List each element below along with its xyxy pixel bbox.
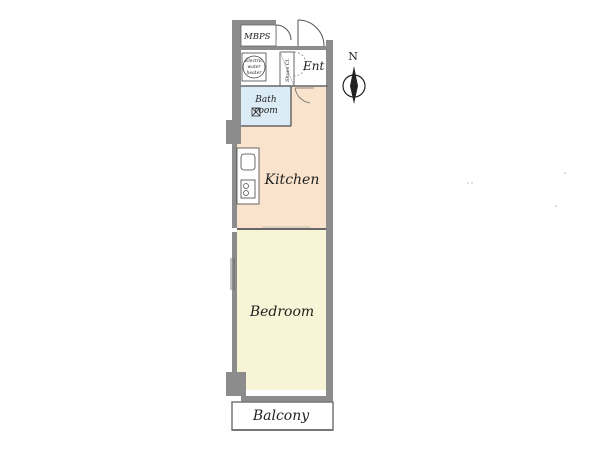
- water-heater-label-2: water: [247, 64, 261, 70]
- mbps-label: MBPS: [243, 32, 271, 42]
- decorative-dot: [467, 182, 469, 184]
- stove-burner-icon: [243, 190, 249, 196]
- decorative-dot: [564, 172, 566, 174]
- walls: [226, 20, 333, 402]
- balcony-floor: [231, 401, 334, 431]
- compass: N: [342, 50, 366, 104]
- decorative-dot: [471, 182, 473, 184]
- bathroom-vent-icon: [251, 107, 261, 117]
- bathroom-label-1: Bath: [254, 95, 276, 105]
- bathroom-label-2: room: [254, 106, 278, 116]
- compass-north-label: N: [348, 50, 358, 63]
- balcony-label: Balcony: [252, 408, 310, 424]
- bathroom-door-swing: [294, 87, 314, 104]
- decorative-dot: [555, 205, 557, 207]
- water-heater-label-1: Electric: [244, 58, 263, 64]
- water-heater-icon: [242, 55, 266, 79]
- bathroom-walls: [241, 85, 328, 127]
- compass-needle-icon: [350, 66, 358, 104]
- mbps-box: [240, 24, 277, 47]
- entrance-door: [275, 19, 325, 47]
- water-heater-label-3: heater: [247, 70, 263, 76]
- bedroom-floor: [237, 230, 326, 390]
- bedroom-label: Bedroom: [249, 304, 314, 320]
- bedroom-window: [230, 258, 235, 290]
- shoes-closet-label: Shoes Cl.: [285, 58, 291, 82]
- kitchen-label: Kitchen: [264, 172, 320, 188]
- bathroom-floor: [241, 86, 291, 126]
- kitchen-counter: [236, 147, 260, 205]
- closet-door-swing: [293, 51, 307, 77]
- stove-burner-icon: [243, 183, 249, 189]
- entrance-label: Ent: [302, 59, 324, 73]
- water-heater-box: [241, 52, 267, 82]
